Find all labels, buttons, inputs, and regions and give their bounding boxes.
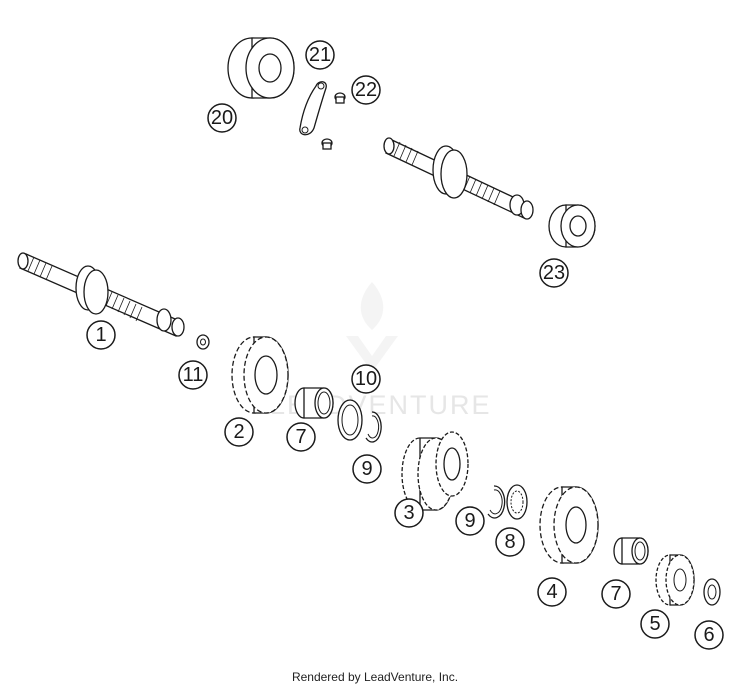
callout-label: 7 — [610, 583, 621, 605]
bushing-7-upper — [294, 387, 334, 419]
washer-11 — [196, 334, 210, 350]
gear-2 — [231, 336, 289, 414]
circlip-9-upper — [365, 411, 382, 443]
callout-9-upper[interactable]: 9 — [352, 454, 382, 484]
callout-label: 20 — [211, 107, 233, 129]
callout-6[interactable]: 6 — [694, 620, 724, 650]
bearing-23 — [548, 204, 596, 248]
callout-4[interactable]: 4 — [537, 577, 567, 607]
callout-label: 3 — [403, 502, 414, 524]
callout-5[interactable]: 5 — [640, 609, 670, 639]
gear-5 — [655, 554, 695, 606]
gear-3 — [401, 431, 469, 511]
callout-label: 9 — [464, 510, 475, 532]
callout-label: 2 — [233, 421, 244, 443]
callout-label: 8 — [504, 531, 515, 553]
screw-22-top — [334, 92, 346, 104]
gear-4 — [539, 486, 599, 564]
screw-22-bottom — [321, 138, 333, 150]
callout-10[interactable]: 10 — [351, 364, 381, 394]
callout-label: 22 — [355, 79, 377, 101]
callout-label: 5 — [649, 613, 660, 635]
callout-21[interactable]: 21 — [305, 40, 335, 70]
main-shaft-1 — [17, 252, 185, 337]
callout-7-upper[interactable]: 7 — [286, 422, 316, 452]
callout-8[interactable]: 8 — [495, 527, 525, 557]
callout-label: 4 — [546, 581, 557, 603]
retainer-plate-21 — [299, 81, 327, 136]
callout-label: 6 — [703, 624, 714, 646]
callout-22[interactable]: 22 — [351, 75, 381, 105]
callout-label: 11 — [183, 364, 204, 386]
callout-11[interactable]: 11 — [178, 360, 208, 390]
bushing-7-lower — [613, 537, 649, 565]
thrust-washer-10 — [337, 399, 363, 441]
circlip-9-lower — [487, 485, 506, 519]
callout-3[interactable]: 3 — [394, 498, 424, 528]
splined-washer-8 — [506, 484, 528, 520]
callout-23[interactable]: 23 — [539, 258, 569, 288]
callout-9-lower[interactable]: 9 — [455, 506, 485, 536]
callout-20[interactable]: 20 — [207, 103, 237, 133]
callout-7-lower[interactable]: 7 — [601, 579, 631, 609]
callout-2[interactable]: 2 — [224, 417, 254, 447]
callout-label: 1 — [95, 324, 106, 346]
callout-label: 9 — [361, 458, 372, 480]
callout-label: 10 — [355, 368, 377, 390]
countershaft-upper — [383, 137, 534, 220]
washer-6 — [703, 578, 721, 606]
callout-label: 21 — [309, 44, 331, 66]
footer-credit: Rendered by LeadVenture, Inc. — [291, 670, 459, 684]
callout-label: 7 — [295, 426, 306, 448]
callout-1[interactable]: 1 — [86, 320, 116, 350]
callout-label: 23 — [543, 262, 565, 284]
bearing-20 — [227, 37, 295, 99]
leadventure-watermark-logo — [346, 282, 398, 372]
